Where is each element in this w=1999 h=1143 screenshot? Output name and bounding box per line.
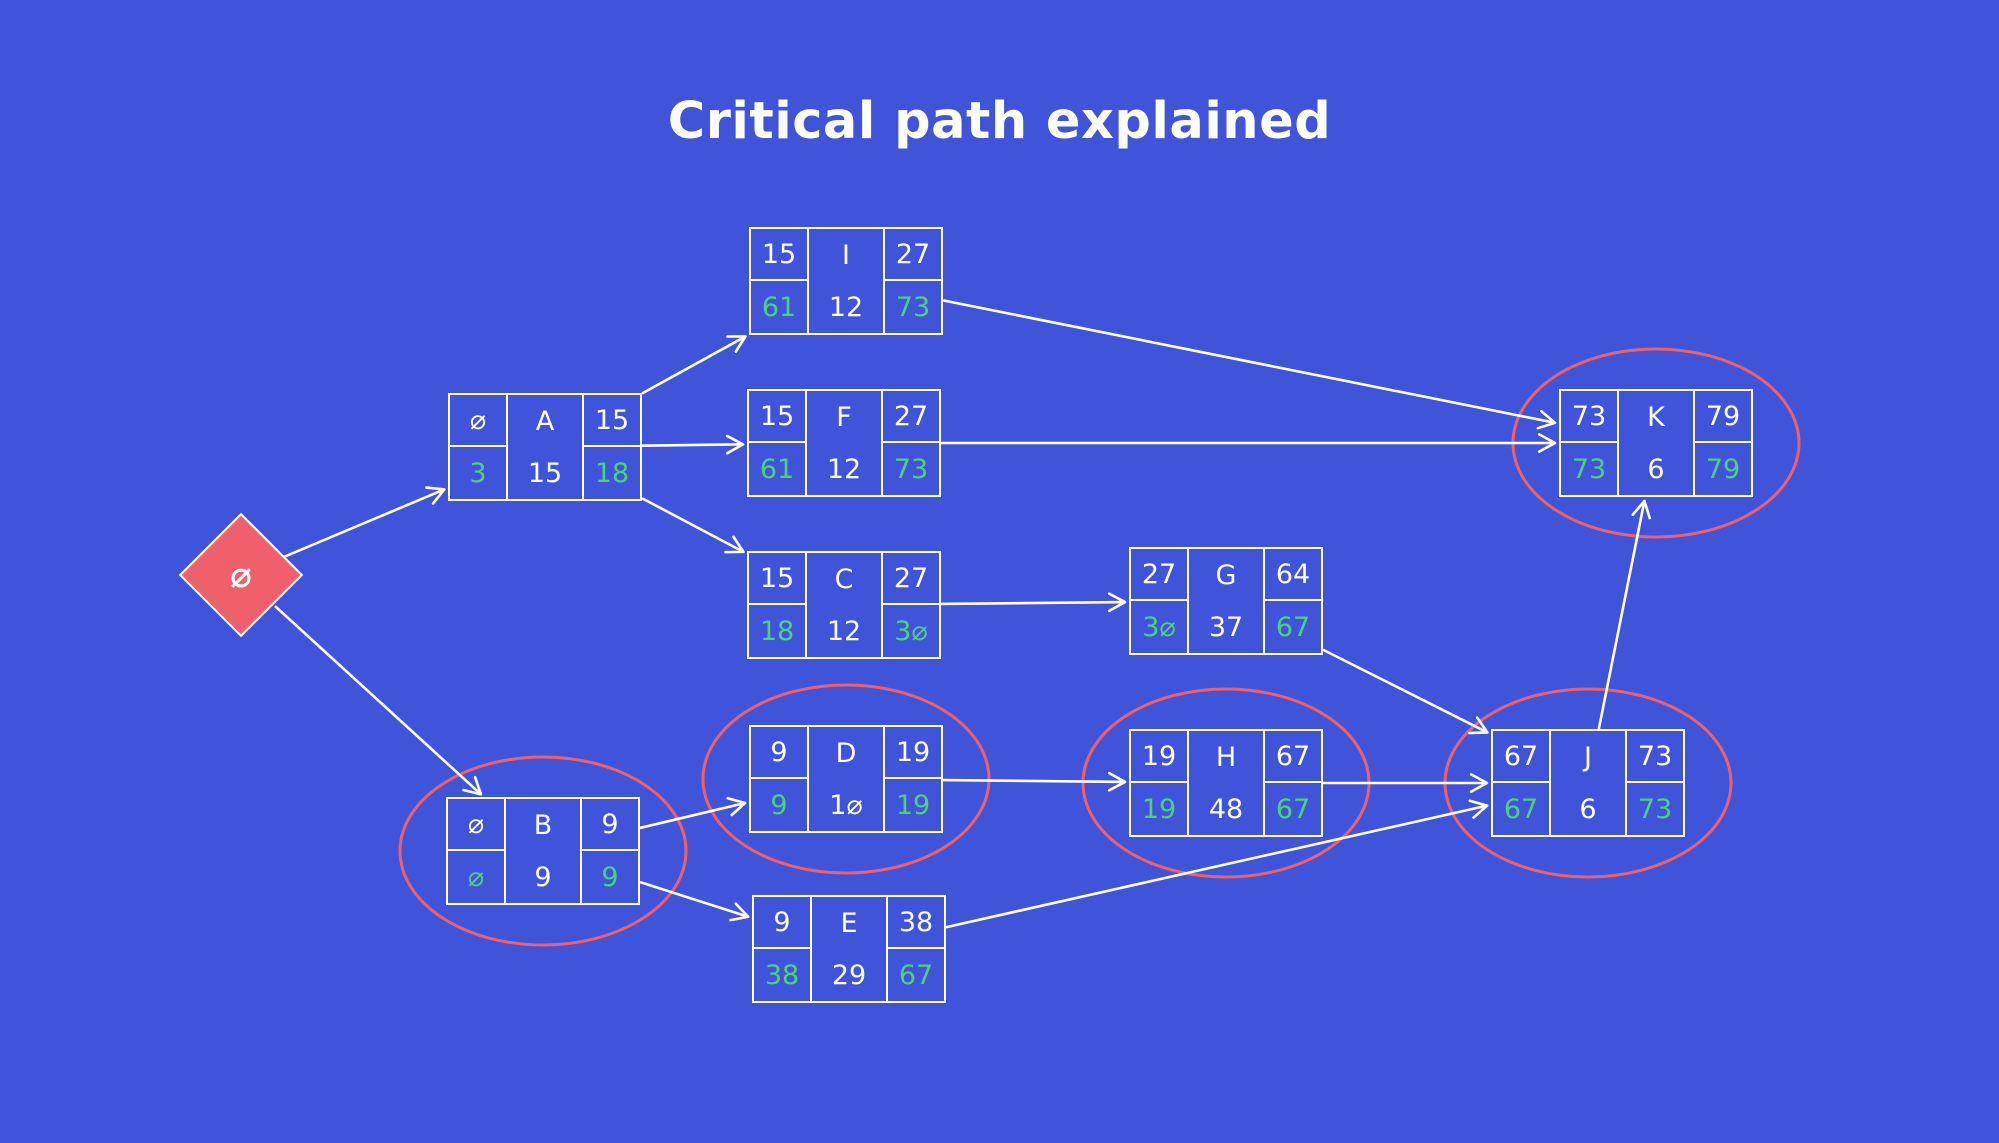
- node-j-early-start: 67: [1493, 731, 1551, 783]
- node-d-early-start: 9: [751, 727, 809, 779]
- critical-highlight-b: [398, 755, 688, 947]
- node-b-late-finish: 9: [580, 851, 638, 903]
- activity-node-h: 19 H 67 19 48 67: [1129, 729, 1323, 837]
- node-e-early-finish: 38: [886, 897, 944, 949]
- node-d-late-finish: 19: [883, 779, 941, 831]
- node-e-early-start: 9: [754, 897, 812, 949]
- node-b-duration: 9: [534, 861, 552, 893]
- node-d-duration: 1⌀: [829, 789, 863, 821]
- node-a-activity-name: A: [535, 405, 555, 437]
- node-i-duration: 12: [828, 291, 864, 323]
- edge-a-to-i: [641, 335, 747, 395]
- node-j-activity-name: J: [1584, 741, 1592, 773]
- node-f-early-finish: 27: [881, 391, 939, 443]
- node-c-duration: 12: [826, 615, 862, 647]
- edge-b-to-e: [639, 880, 750, 922]
- node-a-late-start: 3: [450, 447, 508, 499]
- critical-highlight-d: [701, 683, 991, 875]
- edge-a-to-c: [641, 497, 745, 554]
- node-b-early-finish: 9: [580, 799, 638, 851]
- node-f-late-finish: 73: [881, 443, 939, 495]
- node-e-activity-name: E: [840, 907, 858, 939]
- node-g-duration: 37: [1208, 611, 1244, 643]
- node-g-activity-name: G: [1215, 559, 1237, 591]
- node-f-duration: 12: [826, 453, 862, 485]
- node-e-duration: 29: [831, 959, 867, 991]
- activity-node-f: 15 F 27 61 12 73: [747, 389, 941, 497]
- node-b-early-start: ⌀: [448, 799, 506, 851]
- node-a-duration: 15: [527, 457, 563, 489]
- edge-start-to-b: [274, 605, 483, 796]
- activity-node-g: 27 G 64 3⌀ 37 67: [1129, 547, 1323, 655]
- node-k-duration: 6: [1647, 453, 1665, 485]
- node-i-late-finish: 73: [883, 281, 941, 333]
- node-i-early-start: 15: [751, 229, 809, 281]
- node-k-early-start: 73: [1561, 391, 1619, 443]
- node-c-early-finish: 27: [881, 553, 939, 605]
- page-title: Critical path explained: [667, 92, 1332, 151]
- node-i-activity-name: I: [842, 239, 850, 271]
- node-k-activity-name: K: [1647, 401, 1665, 433]
- node-i-early-finish: 27: [883, 229, 941, 281]
- node-j-late-start: 67: [1493, 783, 1551, 835]
- node-f-early-start: 15: [749, 391, 807, 443]
- node-h-activity-name: H: [1215, 741, 1237, 773]
- node-c-activity-name: C: [834, 563, 854, 595]
- node-b-late-start: ⌀: [448, 851, 506, 903]
- node-a-early-finish: 15: [582, 395, 640, 447]
- node-h-late-finish: 67: [1263, 783, 1321, 835]
- edge-e-to-j: [945, 799, 1489, 929]
- activity-node-c: 15 C 27 18 12 3⌀: [747, 551, 941, 659]
- activity-node-i: 15 I 27 61 12 73: [749, 227, 943, 335]
- node-g-early-start: 27: [1131, 549, 1189, 601]
- node-h-late-start: 19: [1131, 783, 1189, 835]
- node-j-early-finish: 73: [1625, 731, 1683, 783]
- node-c-late-start: 18: [749, 605, 807, 657]
- edge-g-to-j: [1322, 648, 1489, 735]
- edge-f-to-k: [941, 433, 1557, 453]
- node-h-early-start: 19: [1131, 731, 1189, 783]
- node-k-late-start: 73: [1561, 443, 1619, 495]
- edge-c-to-g: [940, 592, 1127, 613]
- node-d-late-start: 9: [751, 779, 809, 831]
- activity-node-j: 67 J 73 67 6 73: [1491, 729, 1685, 837]
- node-j-late-finish: 73: [1625, 783, 1683, 835]
- node-e-late-start: 38: [754, 949, 812, 1001]
- node-f-activity-name: F: [836, 401, 852, 433]
- node-h-duration: 48: [1208, 793, 1244, 825]
- node-k-early-finish: 79: [1693, 391, 1751, 443]
- node-d-early-finish: 19: [883, 727, 941, 779]
- node-d-activity-name: D: [835, 737, 857, 769]
- start-node-label: ⌀: [230, 554, 252, 596]
- node-h-early-finish: 67: [1263, 731, 1321, 783]
- node-g-early-finish: 64: [1263, 549, 1321, 601]
- edge-a-to-f: [641, 434, 745, 455]
- node-g-late-finish: 67: [1263, 601, 1321, 653]
- edge-d-to-h: [942, 771, 1127, 792]
- node-f-late-start: 61: [749, 443, 807, 495]
- node-a-early-start: ⌀: [450, 395, 508, 447]
- node-j-duration: 6: [1579, 793, 1597, 825]
- node-i-late-start: 61: [751, 281, 809, 333]
- node-k-late-finish: 79: [1693, 443, 1751, 495]
- edge-start-to-a: [274, 486, 446, 562]
- node-a-late-finish: 18: [582, 447, 640, 499]
- edge-b-to-d: [639, 796, 747, 830]
- node-c-early-start: 15: [749, 553, 807, 605]
- node-g-late-start: 3⌀: [1131, 601, 1189, 653]
- node-c-late-finish: 3⌀: [881, 605, 939, 657]
- node-e-late-finish: 67: [886, 949, 944, 1001]
- activity-node-k: 73 K 79 73 6 79: [1559, 389, 1753, 497]
- node-b-activity-name: B: [533, 809, 553, 841]
- edge-j-to-k: [1597, 499, 1652, 730]
- edge-h-to-j: [1323, 773, 1489, 793]
- edge-i-to-k: [942, 299, 1557, 430]
